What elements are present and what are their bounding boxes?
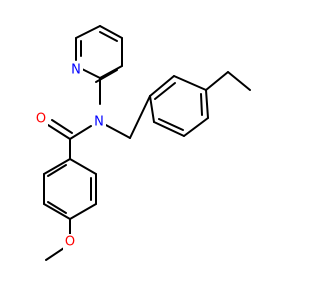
- bond: [99, 31, 118, 42]
- bond: [154, 82, 176, 100]
- bond: [149, 95, 155, 123]
- bond: [47, 124, 71, 140]
- bond: [47, 164, 67, 177]
- atom-label-amide-nitrogen: N: [92, 114, 106, 130]
- pyridine-ring: [75, 25, 123, 105]
- bond: [79, 67, 101, 79]
- bond: [43, 203, 71, 220]
- bond: [99, 65, 123, 79]
- bond: [47, 201, 67, 214]
- bond: [95, 69, 118, 83]
- bond: [200, 93, 203, 116]
- bond: [227, 71, 251, 91]
- bond: [69, 203, 97, 220]
- atom-label-pyridine-nitrogen: N: [69, 62, 83, 78]
- bond: [75, 25, 101, 39]
- svg-text:N: N: [94, 115, 104, 130]
- bond: [173, 75, 207, 91]
- bond: [43, 158, 71, 175]
- chemical-structure: O N N O: [34, 25, 251, 261]
- bond: [205, 71, 229, 91]
- svg-text:O: O: [36, 112, 46, 127]
- bond: [103, 123, 131, 139]
- bond: [205, 89, 209, 119]
- bond: [69, 125, 92, 140]
- bond: [129, 95, 151, 139]
- ethylbenzyl-ring: [149, 75, 209, 137]
- bond: [158, 118, 184, 131]
- methoxyphenyl-ring: [43, 158, 97, 220]
- bond: [51, 119, 73, 134]
- bond: [183, 117, 209, 137]
- bond: [99, 25, 123, 39]
- bond: [149, 75, 175, 97]
- svg-text:N: N: [71, 63, 81, 78]
- bond: [69, 158, 97, 175]
- svg-text:O: O: [65, 235, 75, 250]
- bond: [45, 247, 65, 261]
- atom-label-carbonyl-oxygen: O: [34, 111, 48, 127]
- bond: [153, 121, 185, 137]
- atom-label-methoxy-oxygen: O: [63, 234, 77, 250]
